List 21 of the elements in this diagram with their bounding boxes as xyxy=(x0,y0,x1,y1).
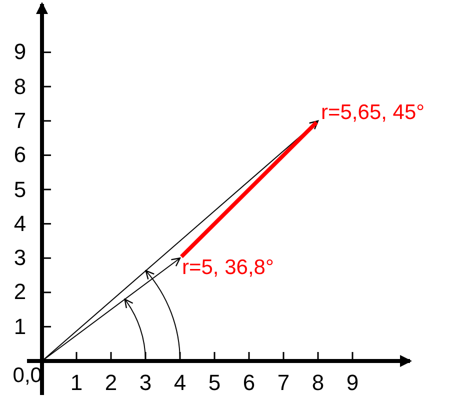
y-tick-label: 9 xyxy=(14,40,26,64)
x-tick-label: 6 xyxy=(242,371,256,395)
x-tick-label: 1 xyxy=(70,371,83,395)
x-tick-label: 5 xyxy=(208,371,221,395)
y-tick-label: 5 xyxy=(14,178,26,202)
y-tick-label: 7 xyxy=(14,108,26,133)
x-tick-label: 3 xyxy=(139,371,152,395)
y-tick-label: 8 xyxy=(14,74,26,99)
y-tick-label: 4 xyxy=(14,212,26,236)
vector-label: r=5, 36,8° xyxy=(182,256,274,280)
y-tick-label: 2 xyxy=(14,280,26,304)
x-tick-label: 2 xyxy=(104,371,118,395)
y-tick-label: 3 xyxy=(14,246,26,270)
x-tick-label: 4 xyxy=(174,371,186,395)
x-tick-label: 9 xyxy=(346,371,359,395)
y-tick-label: 6 xyxy=(14,143,26,168)
vector-label: r=5,65, 45° xyxy=(321,100,425,125)
vector-arrow xyxy=(42,120,319,362)
x-tick-label: 7 xyxy=(277,371,290,395)
y-tick-label: 1 xyxy=(14,314,26,339)
x-tick-label: 8 xyxy=(312,371,324,395)
